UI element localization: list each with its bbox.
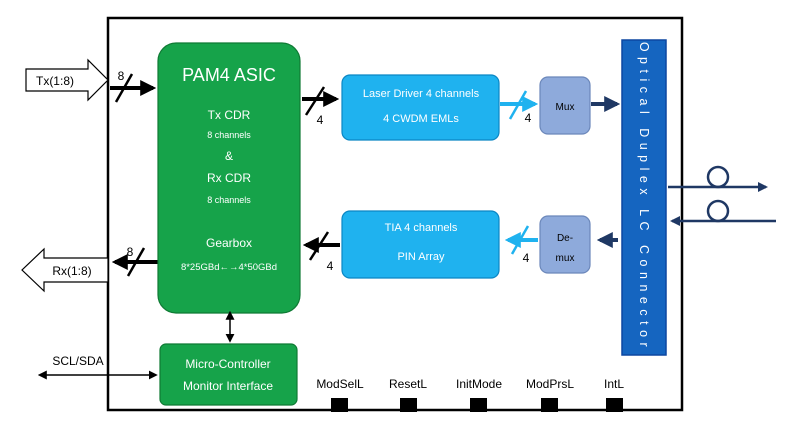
pin-pad bbox=[470, 398, 487, 412]
tx-input-arrow bbox=[25, 58, 109, 102]
tia-to-asic-lanes: 4 bbox=[327, 259, 334, 273]
mux-label: Mux bbox=[556, 102, 575, 113]
demux-label-line1: De- bbox=[557, 233, 573, 244]
asic-title: PAM4 ASIC bbox=[182, 65, 276, 85]
micro-controller-block bbox=[159, 343, 298, 406]
demux-to-tia-slash bbox=[510, 225, 530, 255]
pin-resetl: ResetL bbox=[389, 377, 427, 412]
pin-pad bbox=[331, 398, 348, 412]
asic-tx-channels: 8 channels bbox=[207, 130, 251, 140]
pin-modprsl: ModPrsL bbox=[526, 377, 574, 412]
demux-to-tia-lanes: 4 bbox=[523, 251, 530, 265]
asic-to-driver-lanes: 4 bbox=[317, 113, 324, 127]
pin-label: ModPrsL bbox=[526, 377, 574, 391]
pin-label: IntL bbox=[604, 377, 624, 391]
pin-label: InitMode bbox=[456, 377, 502, 391]
pin-label: ResetL bbox=[389, 377, 427, 391]
asic-tx-cdr: Tx CDR bbox=[208, 108, 251, 122]
tia-to-asic-slash bbox=[308, 231, 330, 261]
driver-to-mux-lanes: 4 bbox=[525, 111, 532, 125]
demux-block bbox=[539, 215, 591, 274]
asic-gearbox-rate: 8*25GBd←→4*50GBd bbox=[181, 262, 277, 273]
fiber-loop-rx bbox=[670, 199, 776, 226]
pin-pad bbox=[400, 398, 417, 412]
optical-connector-label: Optical Duplex LC Connector bbox=[637, 42, 651, 352]
asic-rx-cdr: Rx CDR bbox=[207, 171, 251, 185]
mcu-line2: Monitor Interface bbox=[183, 379, 273, 393]
asic-to-driver-slash bbox=[304, 86, 326, 116]
pin-modsell: ModSelL bbox=[316, 377, 364, 412]
tia-line1: TIA 4 channels bbox=[385, 222, 458, 234]
rx-output-arrow bbox=[21, 247, 109, 293]
tia-block bbox=[341, 210, 500, 279]
tia-line2: PIN Array bbox=[397, 251, 445, 263]
laser-driver-block bbox=[341, 74, 500, 141]
laser-driver-line1: Laser Driver 4 channels bbox=[363, 88, 480, 100]
tx-bus-slash bbox=[114, 73, 134, 103]
rx-label: Rx(1:8) bbox=[52, 264, 91, 278]
driver-to-mux-slash bbox=[508, 90, 528, 120]
demux-label-line2: mux bbox=[556, 253, 575, 264]
pin-pad bbox=[541, 398, 558, 412]
optical-connector-block bbox=[621, 39, 667, 356]
mcu-line1: Micro-Controller bbox=[185, 357, 270, 371]
asic-gearbox: Gearbox bbox=[206, 236, 252, 250]
tx-lanes-label: 8 bbox=[118, 69, 125, 83]
scl-sda-label: SCL/SDA bbox=[52, 354, 103, 368]
laser-driver-line2: 4 CWDM EMLs bbox=[383, 113, 459, 125]
mux-block bbox=[539, 76, 591, 135]
fiber-loop-tx bbox=[668, 165, 768, 192]
rx-lanes-label: 8 bbox=[127, 245, 134, 259]
asic-ampersand: & bbox=[225, 149, 233, 163]
pin-intl: IntL bbox=[604, 377, 624, 412]
tx-label: Tx(1:8) bbox=[36, 74, 74, 88]
asic-rx-channels: 8 channels bbox=[207, 195, 251, 205]
pin-pad bbox=[606, 398, 623, 412]
rx-bus-slash bbox=[126, 247, 146, 277]
pin-label: ModSelL bbox=[316, 377, 364, 391]
pin-initmode: InitMode bbox=[456, 377, 502, 412]
